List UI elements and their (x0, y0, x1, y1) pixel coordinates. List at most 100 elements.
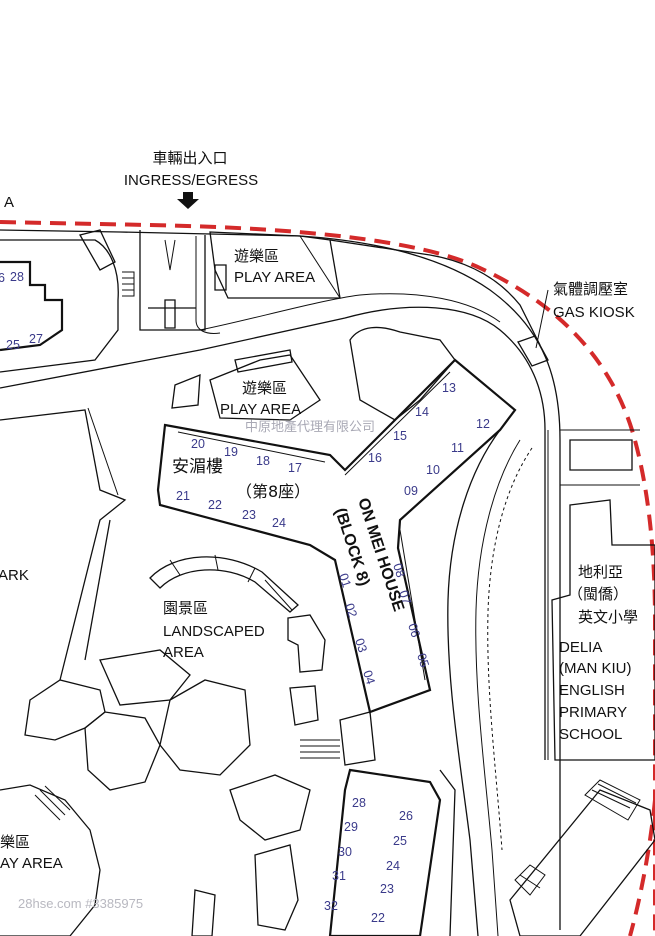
unit-number: 15 (393, 429, 407, 443)
landscape-poly-4 (99, 649, 191, 706)
park-label: ARK (0, 567, 29, 584)
site-boundary (0, 220, 655, 936)
school-fence (547, 429, 640, 760)
unit-number: 25 (393, 834, 407, 848)
ramp-left (79, 229, 116, 271)
unit-number: 29 (344, 820, 358, 834)
gate-post (164, 299, 176, 329)
unit-number: 18 (256, 454, 270, 468)
unit-number: 6 (0, 271, 5, 285)
unit-number: 11 (451, 441, 464, 455)
landscaped-arc-inner (169, 554, 293, 611)
kiosk-connector (329, 239, 541, 346)
left-top-block-outline (0, 239, 119, 373)
play-area-2-label-en: PLAY AREA (220, 401, 301, 418)
unit-number: 03 (352, 637, 370, 655)
unit-number: 04 (360, 669, 378, 687)
school-stair (584, 779, 641, 821)
landscape-poly-8 (289, 685, 319, 726)
drive-loop (447, 429, 501, 936)
play-area-1-box (214, 264, 227, 291)
school-annex (569, 439, 633, 471)
school-bottom (509, 789, 655, 936)
landscape-poly-1 (84, 711, 161, 791)
play-area-3-stair (34, 785, 71, 821)
block-name-zh: 安湄樓 (172, 457, 223, 477)
school-label-zh2: （閩僑） (568, 585, 628, 603)
landscape-poly-2 (159, 679, 251, 776)
school-building (551, 499, 655, 761)
on-mei-house-inner (177, 371, 451, 681)
gate-line (164, 239, 176, 271)
landscaped-label-en1: LANDSCAPED (163, 623, 265, 640)
gate-island (139, 230, 206, 331)
landscape-poly-3 (24, 679, 106, 741)
school-label-en2: (MAN KIU) (559, 660, 632, 677)
ingress-arrow-icon (177, 192, 199, 209)
play-area-2-label-zh: 遊樂區 (242, 379, 287, 397)
landscape-poly-7 (191, 889, 216, 936)
play-area-3 (0, 784, 101, 936)
unit-number: 14 (415, 405, 429, 419)
footer-watermark: 28hse.com #3385975 (18, 896, 143, 911)
unit-number: 08 (390, 562, 408, 580)
school-label-en5: SCHOOL (559, 726, 622, 743)
site-boundary-lower (628, 799, 655, 936)
unit-number: 21 (176, 489, 190, 503)
unit-number: 17 (288, 461, 302, 475)
stair-left (122, 271, 135, 297)
landscaped-label-zh: 園景區 (163, 599, 208, 617)
block-number-zh: （第8座） (236, 482, 310, 501)
unit-number: 07 (396, 589, 414, 607)
play-area-3-label-en: AY AREA (0, 855, 63, 872)
estate-road-inner (0, 306, 546, 760)
walkway-left-2 (87, 407, 119, 496)
ingress-label-zh: 車輛出入口 (152, 149, 227, 167)
school-label-zh3: 英文小學 (578, 608, 638, 626)
gas-kiosk-label-en: GAS KIOSK (553, 304, 635, 321)
unit-number: 23 (242, 508, 256, 522)
play-area-1-label-en: PLAY AREA (234, 269, 315, 286)
unit-number: 31 (332, 869, 346, 883)
landscaped-label-en2: AREA (163, 644, 204, 661)
on-mei-house-block (156, 358, 517, 714)
lower-block-outline (439, 769, 456, 936)
play-area-1 (209, 231, 341, 299)
left-top-block (0, 260, 64, 352)
gas-kiosk-label-zh: 氣體調壓室 (553, 280, 628, 298)
play-area-1-path (195, 235, 341, 334)
gas-kiosk-leader (535, 289, 549, 349)
unit-number: 12 (476, 417, 490, 431)
unit-number: 06 (405, 622, 423, 640)
unit-number: 25 (6, 338, 20, 352)
unit-number: 26 (399, 809, 413, 823)
connector-lower (339, 711, 376, 766)
unit-number: 27 (29, 332, 43, 346)
walkway-left (0, 409, 127, 681)
courtyard-shape (349, 326, 456, 421)
play-area-3-label-zh: 樂區 (0, 833, 30, 851)
unit-number: 24 (386, 859, 400, 873)
road-curve-inner (199, 293, 501, 331)
unit-number: 24 (272, 516, 286, 530)
gas-kiosk (517, 335, 549, 367)
play-area-1-label-zh: 遊樂區 (234, 247, 279, 265)
school-label-zh1: 地利亞 (578, 563, 623, 581)
play-area-2-bench (171, 374, 201, 409)
unit-number: 20 (191, 437, 205, 451)
unit-number: 19 (224, 445, 238, 459)
landscaped-bench (287, 614, 326, 673)
unit-number: 05 (414, 652, 432, 670)
school-label-en1: DELIA (559, 639, 602, 656)
play-area-2-box (234, 349, 293, 373)
ingress-label-en: INGRESS/EGRESS (124, 172, 258, 189)
unit-number: 28 (352, 796, 366, 810)
unit-number: 30 (338, 845, 352, 859)
unit-number: 28 (10, 270, 24, 284)
unit-number: 10 (426, 463, 440, 477)
school-label-en4: PRIMARY (559, 704, 627, 721)
unit-number: 23 (380, 882, 394, 896)
lower-block (328, 768, 442, 936)
unit-number: 02 (342, 602, 360, 620)
